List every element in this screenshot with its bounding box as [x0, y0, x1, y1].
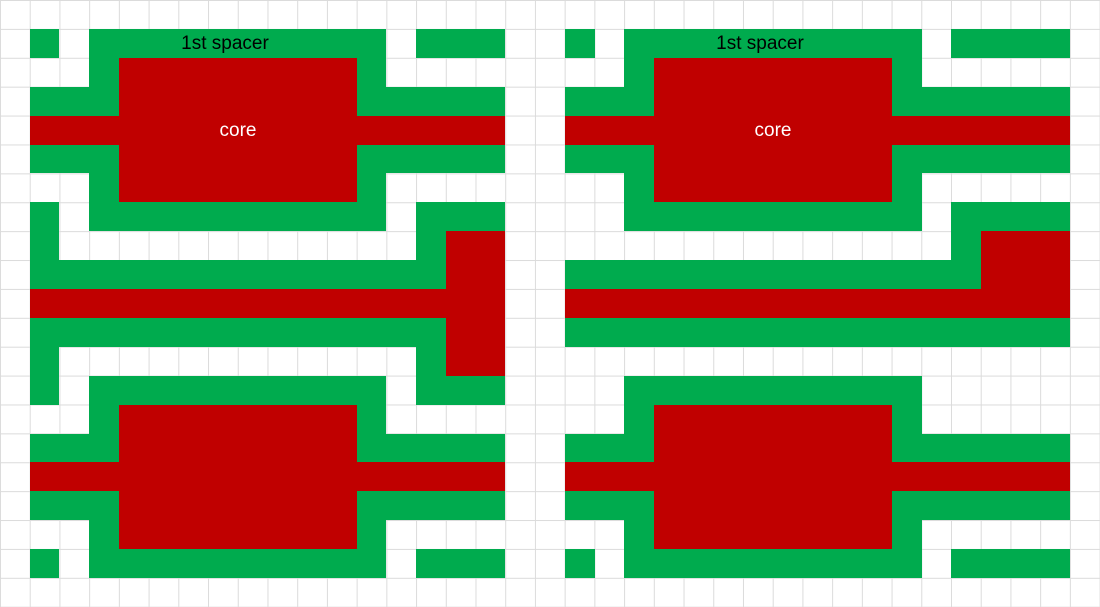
spacer-cell-run [357, 87, 505, 116]
spacer-cell-run [357, 145, 505, 173]
spacer-cell-run [565, 87, 654, 116]
spacer-cell-run [89, 405, 119, 434]
spacer-cell-run [892, 145, 1070, 173]
spacer-cell-run [89, 376, 386, 405]
spacer-cell-run [89, 202, 386, 231]
spacer-cell-run [565, 145, 654, 173]
core-cell-run [119, 145, 357, 173]
core-cell-run [119, 434, 357, 462]
spacer-cell-run [30, 145, 119, 173]
core-cell-run [446, 318, 505, 347]
spacer-cell-run [565, 549, 595, 578]
spacer-cell-run [30, 434, 119, 462]
core-cell-run [654, 87, 892, 116]
core-cell-run [654, 405, 892, 434]
spacer-cell-run [951, 549, 1070, 578]
spacer-cell-run [892, 520, 922, 549]
core-cell-run [30, 289, 505, 318]
spacer-cell-run [892, 405, 922, 434]
spacer-cell-run [565, 434, 654, 462]
spacer-cell-run [30, 549, 59, 578]
core-cell-run [654, 173, 892, 202]
spacer-cell-run [30, 260, 446, 289]
spacer-cell-run [30, 231, 59, 260]
spacer-cell-run [892, 491, 1070, 520]
core-cell-run [654, 434, 892, 462]
spacer-cell-run [892, 173, 922, 202]
spacer-cell-run [565, 29, 595, 58]
spacer-cell-run [624, 549, 922, 578]
spacer-cell-run [89, 520, 119, 549]
core-cell-run [654, 58, 892, 87]
spacer-cell-run [565, 260, 981, 289]
spacer-cell-run [30, 29, 59, 58]
spacer-cell-run [892, 58, 922, 87]
spacer-cell-run [30, 491, 119, 520]
spacer-cell-run [951, 231, 981, 260]
spacer-cell-run [30, 347, 59, 376]
spacer-cell-run [892, 434, 1070, 462]
spacer-cell-run [624, 173, 654, 202]
spacer-cell-run [89, 549, 386, 578]
spacer-cell-run [89, 173, 119, 202]
spacer-cell-run [951, 202, 1070, 231]
core-cell-run [119, 173, 357, 202]
spacer-cell-run [951, 29, 1070, 58]
core-cell-run [30, 116, 505, 145]
spacer-cell-run [30, 376, 59, 405]
spacer-cell-run [624, 29, 922, 58]
core-cell-run [30, 462, 505, 491]
spacer-cell-run [892, 87, 1070, 116]
spacer-cell-run [624, 520, 654, 549]
spacer-cell-run [357, 491, 505, 520]
core-cell-run [981, 231, 1070, 260]
core-cell-run [119, 58, 357, 87]
spacer-cell-run [624, 376, 922, 405]
spacer-cell-run [416, 29, 505, 58]
core-cell-run [446, 347, 505, 376]
spacer-cell-run [89, 58, 119, 87]
core-cell-run [119, 87, 357, 116]
spacer-cell-run [30, 202, 59, 231]
core-cell-run [565, 116, 1070, 145]
spacer-cell-run [89, 29, 386, 58]
core-cell-run [119, 491, 357, 520]
spacer-cell-run [565, 318, 1070, 347]
spacer-cell-run [624, 202, 922, 231]
spacer-cell-run [30, 87, 119, 116]
core-cell-run [654, 491, 892, 520]
core-cell-run [565, 289, 1070, 318]
core-cell-run [119, 405, 357, 434]
core-cell-run [981, 260, 1070, 289]
spacer-cell-run [357, 434, 505, 462]
spacer-cell-run [357, 405, 386, 434]
spacer-cell-run [357, 173, 386, 202]
core-cell-run [446, 231, 505, 260]
core-cell-run [119, 520, 357, 549]
core-cell-run [654, 145, 892, 173]
spacer-cell-run [416, 202, 505, 231]
spacer-cell-run [416, 376, 505, 405]
spacer-cell-run [624, 405, 654, 434]
spacer-cell-run [357, 520, 386, 549]
spacer-cell-run [416, 549, 505, 578]
core-cell-run [565, 462, 1070, 491]
spacer-cell-run [416, 231, 446, 260]
spacer-cell-run [30, 318, 446, 347]
core-cell-run [654, 520, 892, 549]
spacer-cell-run [624, 58, 654, 87]
core-cell-run [446, 260, 505, 289]
spacer-cell-run [565, 491, 654, 520]
spacer-cell-run [357, 58, 386, 87]
spacer-cell-run [416, 347, 446, 376]
